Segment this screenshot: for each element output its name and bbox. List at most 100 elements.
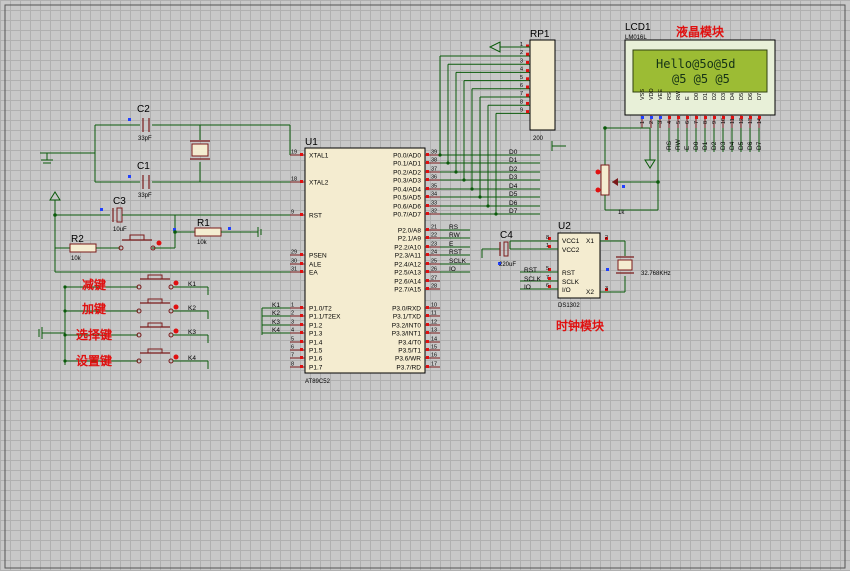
key-junction-1 xyxy=(63,309,67,313)
u1-pin-num-1: 1 xyxy=(291,303,294,309)
lcd-pin-num-12: 13 xyxy=(748,118,754,124)
lcd-net-9: D6 xyxy=(747,141,754,150)
r2-value: 10k xyxy=(71,256,82,262)
lcd-pins[interactable]: VSS1VDD2VEE3RS4RW5E6D07D18D29D310D411D51… xyxy=(640,88,763,152)
c1-value: 33pF xyxy=(138,193,152,199)
u1-pin-state-22 xyxy=(426,236,429,239)
u1-pin-label-30: ALE xyxy=(309,262,322,269)
u1-pin-num-5: 5 xyxy=(291,337,294,343)
lcd-pin-label-D1: D1 xyxy=(703,93,709,100)
lcd-pin-state-4 xyxy=(677,116,680,119)
u1-pin-label-19: XTAL1 xyxy=(309,153,329,160)
key-contact-a-2 xyxy=(136,332,142,338)
oscillator-circuit[interactable] xyxy=(40,118,305,189)
rp1-pin-7: 7 xyxy=(520,91,523,97)
lcd-pin-label-VDD: VDD xyxy=(649,88,655,100)
u1-pin-num-18: 18 xyxy=(291,177,297,183)
p0-net-1: D1 xyxy=(509,157,518,164)
u1-pin-num-19: 19 xyxy=(291,150,297,156)
lcd-pin-num-1: 2 xyxy=(649,121,655,124)
u1-pin-label-33: P0.6/AD6 xyxy=(393,204,421,211)
pot-value: 1k xyxy=(618,210,625,216)
u1-pin-state-9 xyxy=(300,213,303,216)
u1-pin-num-31: 31 xyxy=(291,267,297,273)
u1-pin-state-14 xyxy=(426,340,429,343)
u1-pin-num-13: 13 xyxy=(431,328,437,334)
u1-pin-num-16: 16 xyxy=(431,353,437,359)
u1-pin-num-36: 36 xyxy=(431,175,437,181)
u1-pin-state-33 xyxy=(426,204,429,207)
p0-junction-3 xyxy=(462,178,466,182)
key-net-0: K1 xyxy=(188,281,196,288)
p0-net-2: D2 xyxy=(509,166,518,173)
u2-x1: X1 xyxy=(586,238,594,245)
key-cap-3[interactable] xyxy=(147,348,163,354)
rp1-pin-4: 4 xyxy=(520,67,523,73)
reset-circuit[interactable] xyxy=(49,191,305,273)
lcd-net-4: D1 xyxy=(702,141,709,150)
key-state-1 xyxy=(173,304,179,310)
u1-pin-state-28 xyxy=(426,287,429,290)
u2-pin7: 7 xyxy=(546,275,549,281)
u1-pin-label-17: P3.7/RD xyxy=(396,365,421,372)
lcd-pin-num-2: 3 xyxy=(658,121,664,124)
lcd-pin-state-12 xyxy=(749,116,752,119)
lcd-pin-num-9: 10 xyxy=(721,118,727,124)
u1-pin-label-37: P0.2/AD2 xyxy=(393,170,421,177)
u1-pin-label-12: P3.2/INT0 xyxy=(392,323,422,330)
u1-pin-label-6: P1.5 xyxy=(309,348,323,355)
key-cap-0[interactable] xyxy=(147,274,163,280)
lcd-module[interactable] xyxy=(624,39,776,116)
u1-p1-net-1: K2 xyxy=(272,310,280,317)
key-cap-1[interactable] xyxy=(147,298,163,304)
rp1-pin-state-2 xyxy=(526,52,529,56)
lcd-pin-label-VSS: VSS xyxy=(640,89,646,100)
key-cap-2[interactable] xyxy=(147,322,163,328)
u1-pin-state-38 xyxy=(426,161,429,164)
u1-pin-state-30 xyxy=(300,262,303,265)
u1-pin-label-16: P3.6/WR xyxy=(395,356,421,363)
u1-pin-state-12 xyxy=(426,323,429,326)
u1-pin-num-6: 6 xyxy=(291,345,294,351)
lcd-pin-state-0 xyxy=(641,116,644,119)
rtc-ds1302[interactable] xyxy=(481,232,634,299)
u1-pin-num-25: 25 xyxy=(431,259,437,265)
p0-junction-5 xyxy=(478,195,482,199)
lcd-ref: LCD1 xyxy=(625,22,651,33)
u1-p2-net-0: RS xyxy=(449,224,459,231)
u1-pin-label-39: P0.0/AD0 xyxy=(393,153,421,160)
u2-pin6: 6 xyxy=(546,283,549,289)
key-label-select: 选择键 xyxy=(76,327,112,342)
resistor-pack-rp1[interactable] xyxy=(488,39,556,131)
u1-pin-num-35: 35 xyxy=(431,184,437,190)
u1-pin-label-14: P3.4/T0 xyxy=(398,340,421,347)
lcd-pin-state-7 xyxy=(704,116,707,119)
lcd-pin-label-D7: D7 xyxy=(757,93,763,100)
u1-pin-num-3: 3 xyxy=(291,320,294,326)
u1-pin-state-31 xyxy=(300,270,303,273)
rp1-pin-state-8 xyxy=(526,101,529,105)
u1-p1-net-3: K4 xyxy=(272,327,280,334)
lcd-pin-num-3: 4 xyxy=(667,121,673,124)
u1-pin-label-15: P3.5/T1 xyxy=(398,348,421,355)
u1-pin-state-18 xyxy=(300,180,303,183)
u1-pin-num-30: 30 xyxy=(291,259,297,265)
c2-value: 33pF xyxy=(138,136,152,142)
u2-vcc2: VCC2 xyxy=(562,247,580,254)
p0-net-5: D5 xyxy=(509,191,518,198)
key-state-2 xyxy=(173,328,179,334)
u1-pin-label-18: XTAL2 xyxy=(309,180,329,187)
u1-pin-state-2 xyxy=(300,314,303,317)
lcd-pin-label-E: E xyxy=(685,96,691,100)
rp1-pin-state-5 xyxy=(526,77,529,81)
u2-pin5: 5 xyxy=(546,266,549,272)
contrast-potentiometer[interactable] xyxy=(551,120,660,211)
u1-pin-label-36: P0.3/AD3 xyxy=(393,178,421,185)
p0-junction-2 xyxy=(454,170,458,174)
c4-value: 220uF xyxy=(499,262,516,268)
u2-rst: RST xyxy=(562,270,575,277)
r1-ref: R1 xyxy=(197,218,210,229)
